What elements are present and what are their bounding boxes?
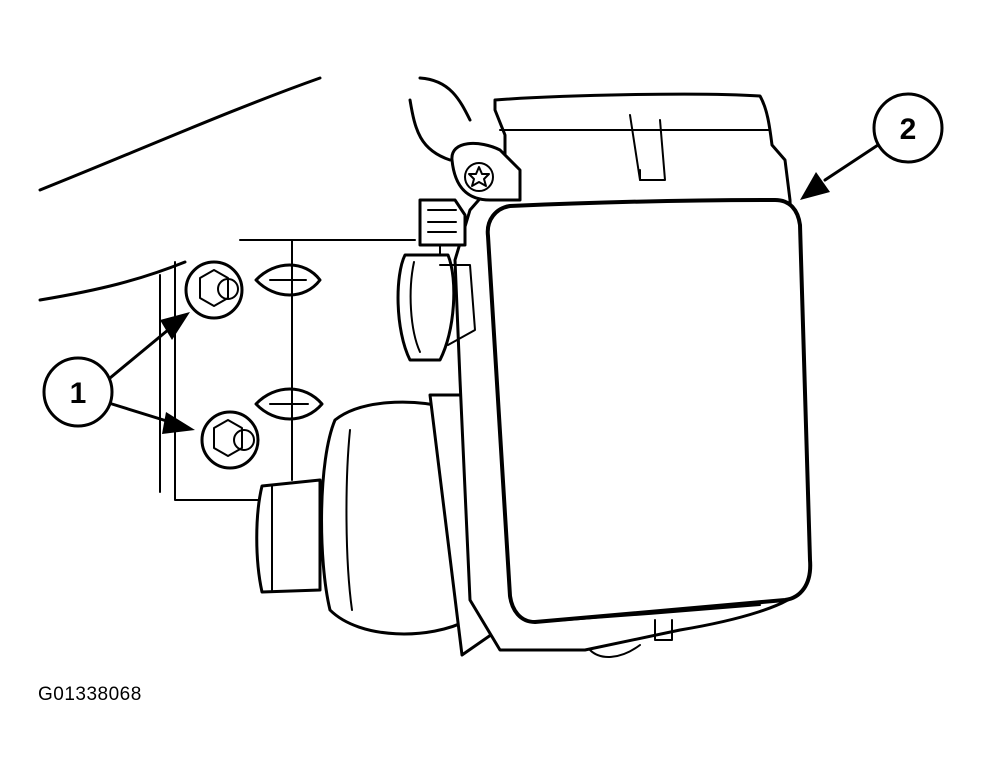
callout-2: 2 [800,92,944,200]
figure-id: G01338068 [38,684,142,705]
callout-1: 1 [42,312,195,434]
nut-lower [200,410,260,470]
mounting-tab [450,141,522,202]
nut-upper [184,260,244,320]
callout-1-arrow-lower [162,412,195,434]
mounting-bracket [159,239,416,501]
callout-1-label: 1 [70,377,87,410]
frame-rail [38,76,472,302]
callout-2-arrow [800,172,830,200]
callout-2-label: 2 [900,113,917,146]
callout-1-arrow-upper [160,312,190,340]
control-module [485,198,813,624]
electrical-connector [396,198,476,362]
